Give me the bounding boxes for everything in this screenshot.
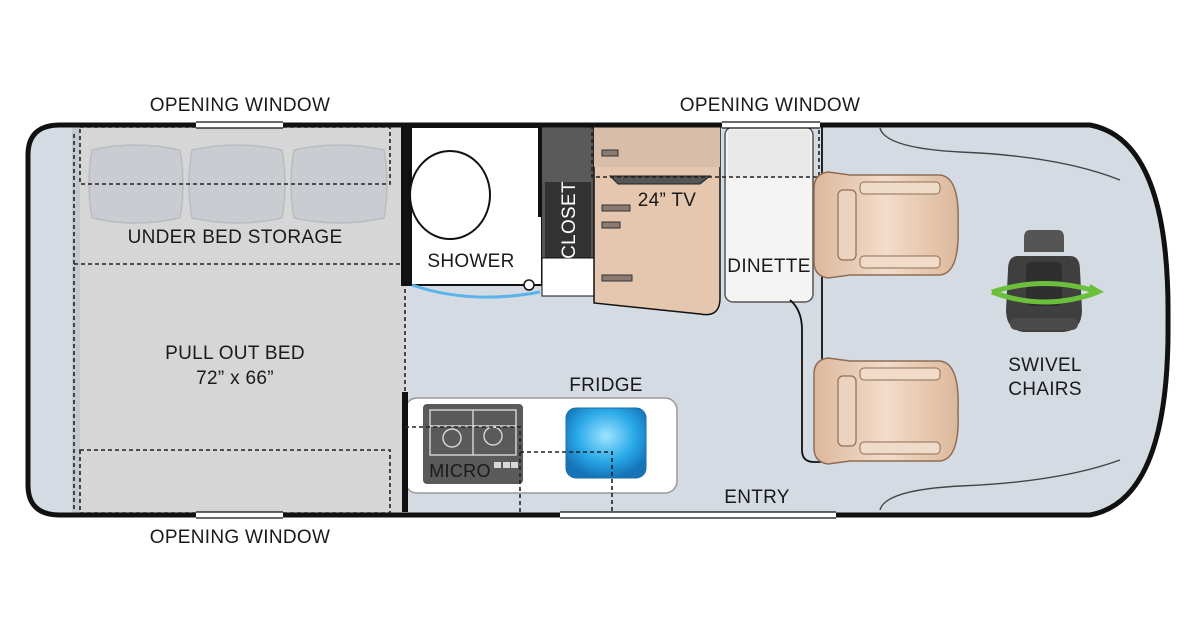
cab-outlines [879, 127, 1121, 511]
label-top-window-left: OPENING WINDOW [150, 95, 330, 116]
fridge-dashed [405, 426, 613, 512]
closet-lower [541, 257, 595, 297]
label-top-window-right: OPENING WINDOW [680, 95, 860, 116]
shower-drain [523, 279, 535, 291]
toilet [409, 150, 491, 240]
label-bed-size: 72” x 66” [196, 368, 274, 389]
pillow-1 [88, 144, 184, 224]
cabinet-top [594, 127, 720, 167]
swivel-arrow-icon [991, 281, 1104, 305]
label-swivel: SWIVEL [1008, 355, 1082, 376]
swivel-seat-icon [1006, 230, 1082, 332]
label-bottom-window: OPENING WINDOW [150, 527, 330, 548]
sink [565, 407, 647, 479]
closet-top [542, 127, 594, 182]
closet-label-box [545, 182, 591, 258]
label-closet: CLOSET [559, 181, 580, 259]
bath-wall-left [402, 127, 412, 285]
label-entry: ENTRY [724, 487, 790, 508]
label-under-bed-storage: UNDER BED STORAGE [128, 227, 343, 248]
cabinet-knobs [601, 149, 633, 282]
label-shower: SHOWER [427, 251, 514, 272]
pillow-3 [290, 144, 388, 224]
pillows [88, 144, 388, 224]
label-fridge: FRIDGE [569, 375, 643, 396]
micro-buttons [494, 462, 518, 468]
cooktop-grates [429, 409, 517, 456]
label-pull-out-bed: PULL OUT BED [165, 343, 305, 364]
bath-wall-right [538, 127, 544, 217]
captain-chair-top [813, 171, 959, 279]
van-shell [25, 122, 1171, 518]
bed-edge-shade [72, 125, 80, 515]
label-chairs: CHAIRS [1008, 379, 1082, 400]
label-tv: 24” TV [638, 190, 697, 211]
window-edges [196, 121, 836, 519]
tv-cabinet [593, 126, 721, 316]
counter-wall [402, 392, 408, 512]
dinette-cushion [728, 130, 810, 178]
captain-chair-bottom [813, 357, 959, 465]
tv-mount [608, 175, 712, 185]
shower-door-curve [411, 283, 541, 299]
cab-divider [789, 125, 823, 463]
label-micro: MICRO [429, 461, 491, 481]
label-dinette: DINETTE [727, 256, 810, 277]
